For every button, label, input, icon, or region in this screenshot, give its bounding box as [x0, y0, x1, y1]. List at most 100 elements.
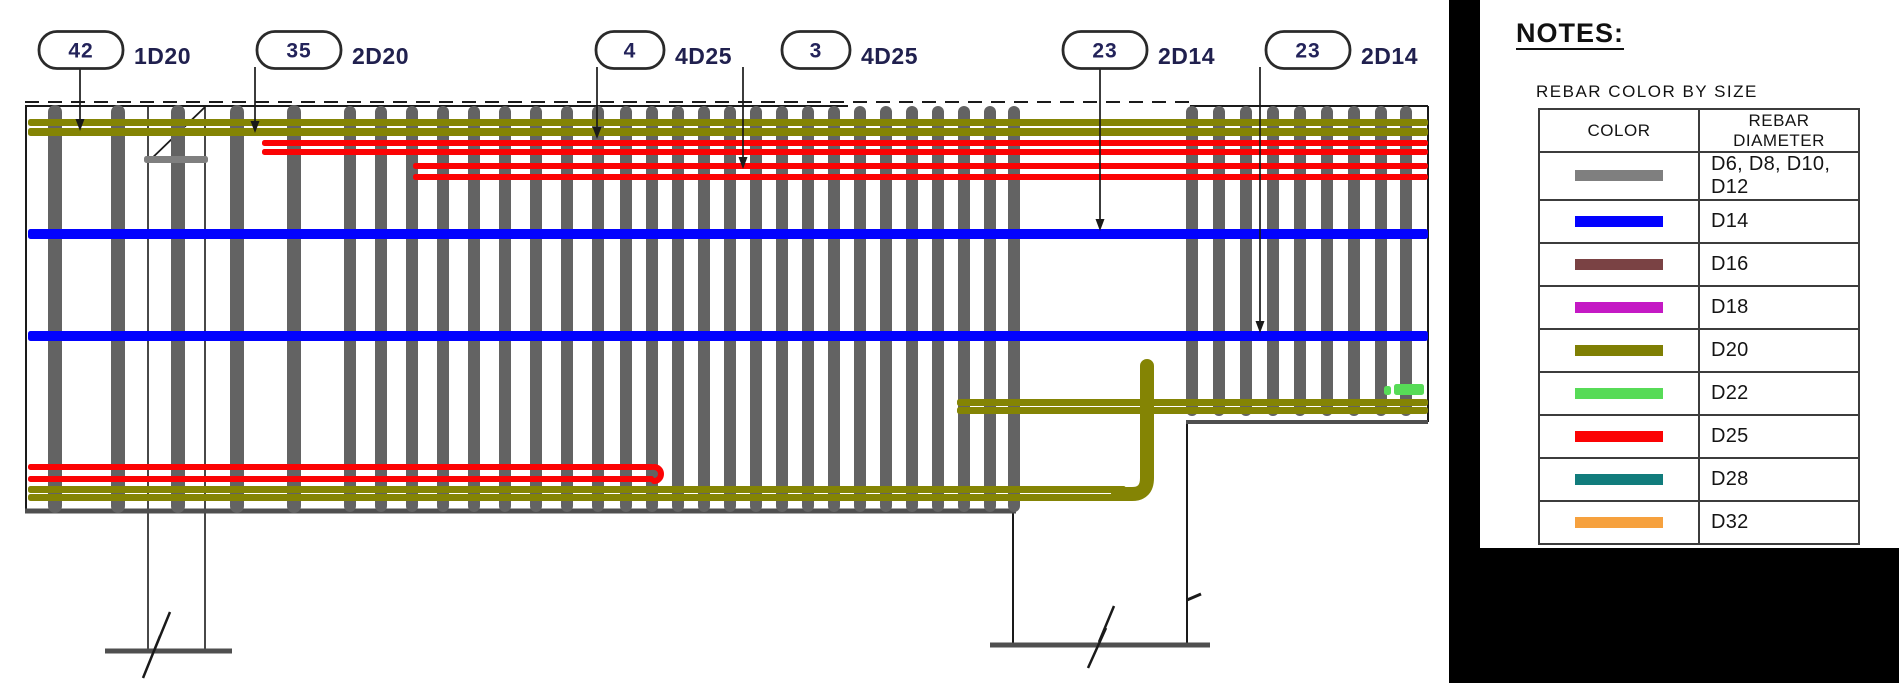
callout-bubble: [37, 30, 125, 70]
callout-leader-arrow: [1255, 321, 1265, 333]
callout-number: 42: [68, 40, 93, 63]
break-mark: [1186, 592, 1202, 602]
callout: 4 4D25: [592, 30, 732, 139]
callout-leader-arrow: [592, 127, 602, 139]
legend-row: D16: [1538, 242, 1860, 287]
rebar-bar: [28, 486, 1126, 493]
callout-leader-arrow: [738, 157, 748, 169]
callout-bubble: [255, 30, 343, 70]
legend-row: D20: [1538, 328, 1860, 373]
rebar-bar: [28, 128, 1428, 136]
top-d20-bars: [28, 119, 1428, 136]
rebar-bar: [413, 174, 1428, 180]
legend-row: D32: [1538, 500, 1860, 545]
legend-row: D22: [1538, 371, 1860, 416]
legend-swatch-cell: [1538, 371, 1700, 416]
legend-swatch-cell: [1538, 328, 1700, 373]
callout-leader-arrow: [250, 121, 260, 133]
legend-swatch-cell: [1538, 199, 1700, 244]
rebar-color-swatch: [1575, 430, 1663, 442]
legend-swatch-cell: [1538, 285, 1700, 330]
callout-bubble: [1264, 30, 1352, 70]
legend-header-color: COLOR: [1538, 108, 1700, 153]
callout: 35 2D20: [250, 30, 409, 133]
callout-number: 35: [286, 40, 311, 63]
legend-header-diameter: REBAR DIAMETER: [1698, 108, 1860, 153]
rebar-diameter-label: D25: [1698, 414, 1860, 459]
callout: 3 4D25: [738, 30, 918, 169]
legend-row: D28: [1538, 457, 1860, 502]
rebar-diameter-label: D18: [1698, 285, 1860, 330]
rebar-bar: [957, 399, 1428, 406]
rebar-elevation-drawing: 42 1D20 35 2D20 4 4D25 3 4D25 23 2D14 23 2D14: [25, 30, 1429, 679]
rebar-diameter-label: D28: [1698, 457, 1860, 502]
legend-swatch-cell: [1538, 500, 1700, 545]
callout-number: 4: [624, 40, 637, 63]
callout-leader-arrow: [75, 119, 85, 131]
legend-header-row: COLOR REBAR DIAMETER: [1538, 108, 1860, 153]
callout-bar-label: 2D14: [1361, 43, 1418, 69]
legend-row: D6, D8, D10, D12: [1538, 151, 1860, 201]
legend-row: D25: [1538, 414, 1860, 459]
rebar-bar: [1394, 384, 1424, 395]
rebar-bar: [28, 464, 654, 470]
legend-swatch-cell: [1538, 151, 1700, 201]
rebar-bar: [262, 140, 1428, 146]
rebar-bar: [28, 494, 1126, 501]
bottom-d20-bars: [28, 486, 1126, 501]
rebar-color-swatch: [1575, 301, 1663, 313]
rebar-diameter-label: D14: [1698, 199, 1860, 244]
callout-leader-arrow: [1095, 219, 1105, 231]
rebar-diameter-label: D32: [1698, 500, 1860, 545]
break-symbols: [105, 592, 1210, 679]
top-d25-bars: [262, 140, 1428, 180]
rebar-bar: [28, 229, 1428, 239]
rebar-color-swatch: [1575, 473, 1663, 485]
bottom-d25-hook: [651, 464, 664, 484]
stirrup-group: [48, 105, 1412, 513]
callout-number: 3: [810, 40, 823, 63]
callout-bar-label: 2D14: [1158, 43, 1215, 69]
rebar-bar: [957, 407, 1428, 414]
callout-bubble: [780, 30, 852, 70]
legend-swatch-cell: [1538, 414, 1700, 459]
rebar-color-swatch: [1575, 170, 1663, 182]
legend-row: D14: [1538, 199, 1860, 244]
callout-bar-label: 2D20: [352, 43, 409, 69]
notes-panel: NOTES: REBAR COLOR BY SIZE COLOR REBAR D…: [1480, 0, 1899, 548]
rebar-bar: [28, 331, 1428, 341]
rebar-diameter-label: D22: [1698, 371, 1860, 416]
rebar-color-swatch: [1575, 215, 1663, 227]
rebar-bar: [144, 156, 208, 163]
callout-bar-label: 1D20: [134, 43, 191, 69]
d22-bar-stubs: [1384, 384, 1424, 395]
d14-bars: [28, 229, 1428, 341]
legend-swatch-cell: [1538, 457, 1700, 502]
callout-number: 23: [1092, 40, 1117, 63]
beam-outline: [25, 101, 1429, 649]
bottom-d25-bars: [28, 464, 654, 482]
legend-swatch-cell: [1538, 242, 1700, 287]
callout-bar-label: 4D25: [861, 43, 918, 69]
rebar-bar: [28, 476, 654, 482]
rebar-color-swatch: [1575, 258, 1663, 270]
legend-title: REBAR COLOR BY SIZE: [1536, 82, 1758, 101]
break-mark: [1086, 605, 1116, 669]
rebar-diameter-label: D16: [1698, 242, 1860, 287]
rebar-diameter-label: D6, D8, D10, D12: [1698, 151, 1860, 201]
callout-bar-label: 4D25: [675, 43, 732, 69]
legend-row: D18: [1538, 285, 1860, 330]
rebar-diameter-label: D20: [1698, 328, 1860, 373]
lap-splice-bar: [144, 156, 208, 163]
beam-elevation-canvas: 42 1D20 35 2D20 4 4D25 3 4D25 23 2D14 23 2D14: [0, 0, 1449, 683]
callouts: 42 1D20 35 2D20 4 4D25 3 4D25 23 2D14 23 2D14: [37, 30, 1418, 333]
rebar-color-swatch: [1575, 387, 1663, 399]
rebar-color-swatch: [1575, 344, 1663, 356]
break-mark: [141, 611, 172, 679]
callout-number: 23: [1295, 40, 1320, 63]
callout: 23 2D14: [1061, 30, 1215, 231]
bottom-d20-bend: [1111, 359, 1154, 501]
